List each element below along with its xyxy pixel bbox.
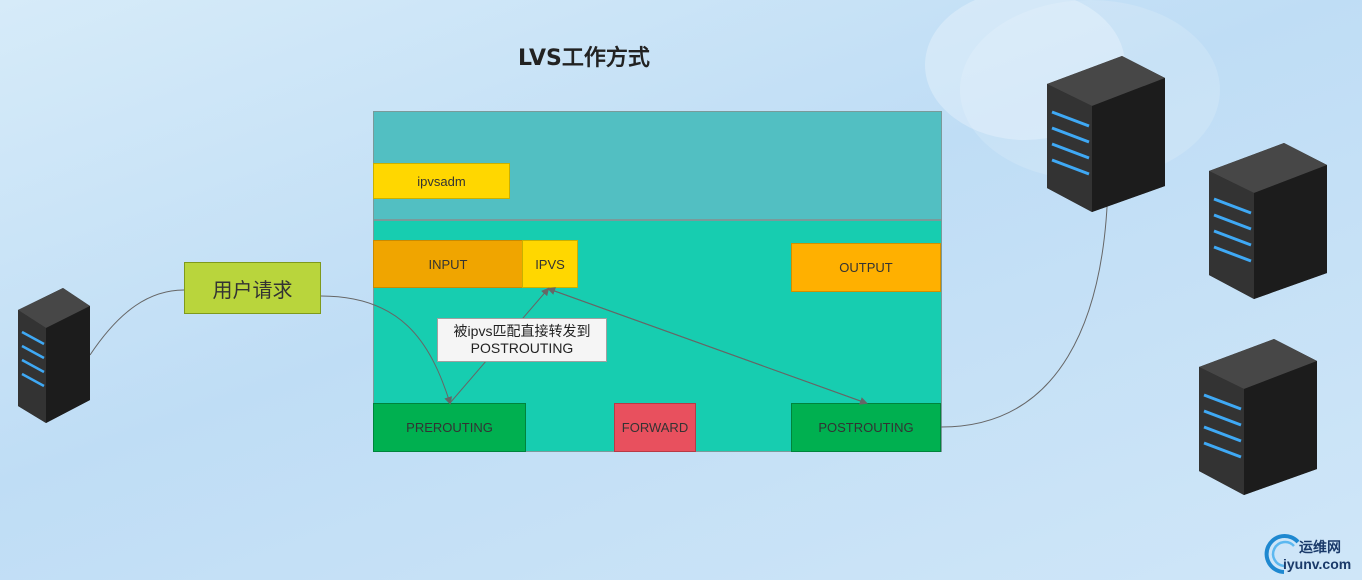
ipvsadm-box: ipvsadm [373,163,510,199]
diagram-title: LVS工作方式 [518,46,650,71]
watermark-logo-icon [1264,534,1300,574]
real-server-icon-3 [1199,339,1317,495]
real-server-icon-2 [1209,143,1327,299]
client-server-icon [18,288,90,423]
watermark-text-1: 运维网 [1299,539,1341,555]
forward-chain-box: FORWARD [614,403,696,452]
note-line-1: 被ipvs匹配直接转发到 [453,323,591,339]
user-request-box: 用户请求 [184,262,321,314]
input-chain-box: INPUT [373,240,523,288]
watermark-text-2: iyunv.com [1283,556,1352,572]
client-to-request-line [89,289,185,356]
postrouting-chain-box: POSTROUTING [791,403,941,452]
output-chain-box: OUTPUT [791,243,941,292]
postrouting-to-server-arrow [940,181,1112,428]
real-server-icon-1 [1047,56,1165,212]
note-line-2: POSTROUTING [470,340,574,356]
request-to-prerouting-arrow [320,295,452,405]
ipvs-forward-note: 被ipvs匹配直接转发到 POSTROUTING [437,318,607,362]
